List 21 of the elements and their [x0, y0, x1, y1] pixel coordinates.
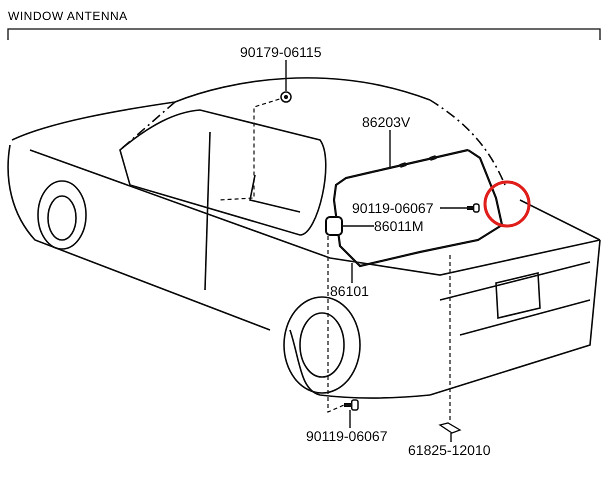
part-number: 86101 — [330, 283, 374, 299]
part-number: 90179-06115 — [240, 44, 332, 60]
antenna-wire-drawing — [370, 148, 470, 174]
screw-drawing — [467, 204, 479, 212]
leader-line — [343, 225, 374, 227]
leader-line — [349, 410, 351, 428]
leader-line — [351, 263, 353, 283]
diagram-title: WINDOW ANTENNA — [8, 9, 128, 23]
part-number: 61825-12010 — [408, 442, 494, 458]
pad-drawing — [440, 423, 460, 433]
part-number: 86203V — [362, 114, 418, 130]
part-number: 90119-06067 — [306, 428, 394, 444]
leader-line — [285, 60, 287, 91]
part-number: 86011M — [374, 218, 436, 234]
leader-line — [389, 130, 391, 168]
screw-drawing — [344, 400, 358, 410]
leader-line — [440, 207, 467, 209]
dashed-leader-line — [327, 236, 344, 413]
connector-part — [325, 216, 343, 236]
grommet-drawing — [280, 91, 292, 103]
part-number: 90119-06067 — [352, 200, 440, 216]
